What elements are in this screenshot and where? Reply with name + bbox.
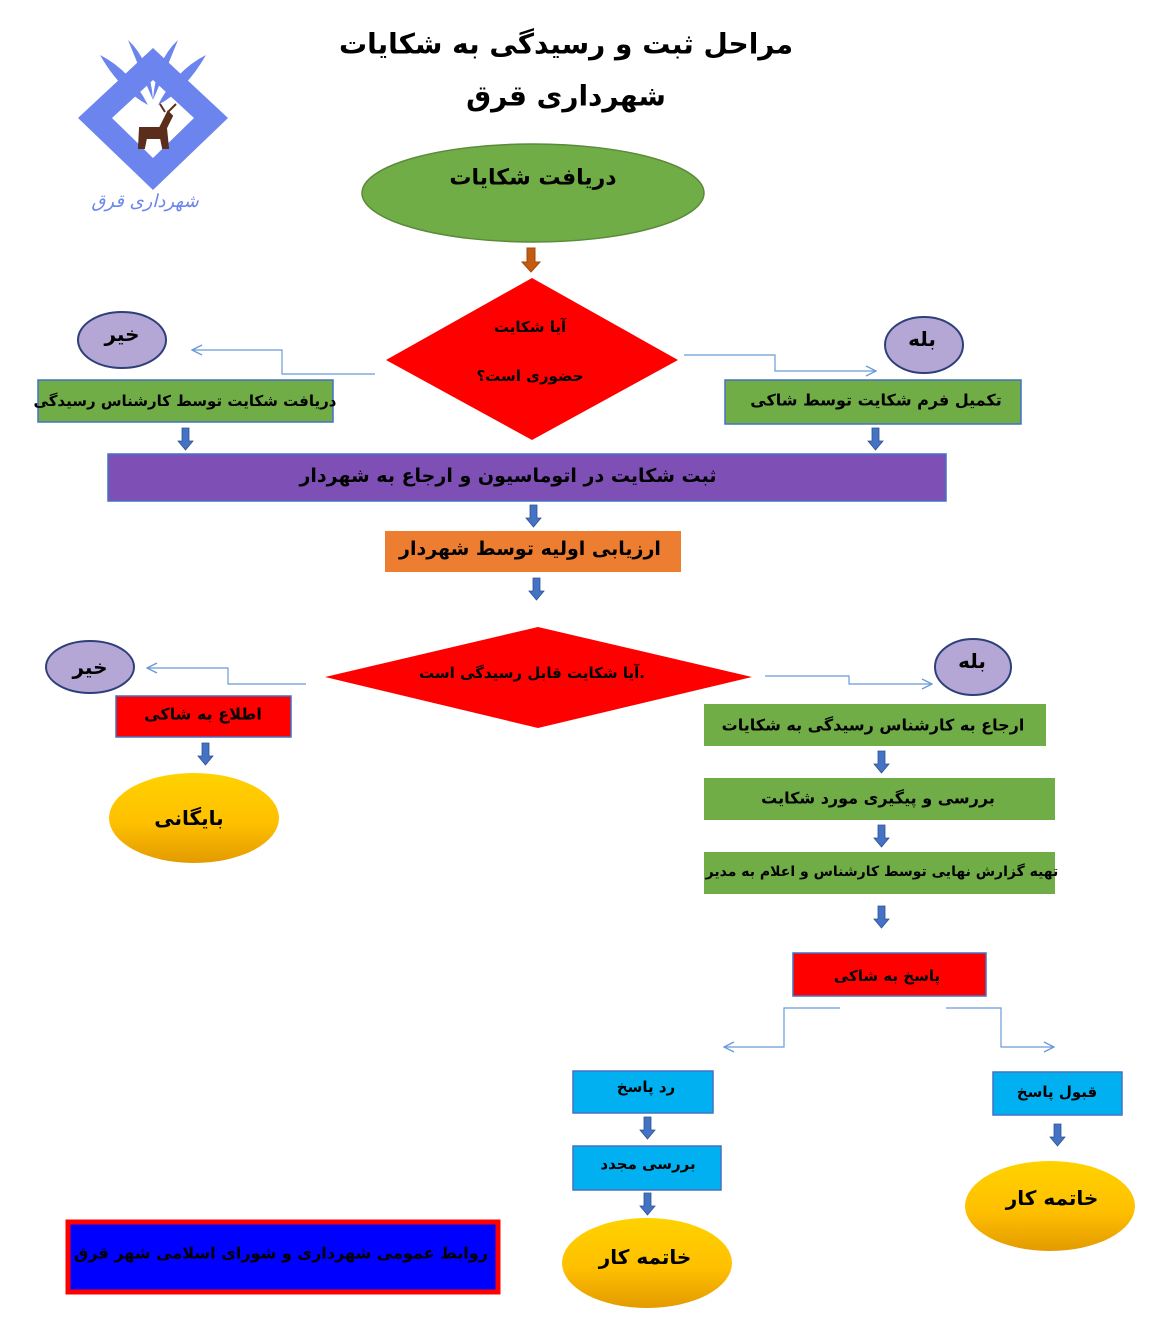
register-automation-label: ثبت شکایت در اتوماسیون و ارجاع به شهردار <box>298 465 716 487</box>
reject-connector <box>724 1007 840 1047</box>
arrow-form-to-register-icon <box>867 427 884 451</box>
respond-complainant-label: پاسخ به شاکی <box>834 967 940 986</box>
notify-complainant-box <box>115 695 292 738</box>
no-bubble-1 <box>77 311 167 369</box>
page-title-line2: شهرداری قرق <box>466 80 666 113</box>
arrow-register-to-evaluate-icon <box>525 504 542 528</box>
down-arrow-icon <box>520 247 542 273</box>
refer-expert-box <box>704 704 1046 746</box>
fill-form-box <box>724 379 1022 425</box>
review-complaint-label: بررسی و پیگیری مورد شکایت <box>761 789 995 809</box>
yes-bubble-2 <box>934 638 1012 696</box>
stag-emblem-icon <box>78 48 228 190</box>
decision-in-person-label-1: آیا شکایت <box>494 318 567 336</box>
yes-connector-2 <box>765 675 932 684</box>
accept-response-label: قبول پاسخ <box>1017 1083 1097 1102</box>
yes-bubble-2-label: بله <box>958 649 986 673</box>
stag-icon <box>137 103 177 149</box>
logo-caption: شهرداری قرق <box>91 191 199 212</box>
respond-complainant-box <box>792 952 987 997</box>
refer-expert-label: ارجاع به کارشناس رسیدگی به شکایات <box>722 716 1025 735</box>
recheck-label: بررسی مجدد <box>600 1155 695 1173</box>
archive-label: بایگانی <box>154 806 223 830</box>
decision-actionable-label: آیا شکایت قابل رسیدگی است. <box>419 664 645 682</box>
decision-in-person-label-2: حضوری است؟ <box>476 367 583 385</box>
arrow-report-to-respond-icon <box>873 905 890 929</box>
register-automation-box <box>107 453 947 502</box>
no-bubble-2 <box>45 640 135 694</box>
arrow-staff-to-register-icon <box>177 427 194 451</box>
reject-response-label: رد پاسخ <box>617 1078 675 1097</box>
notify-complainant-label: اطلاع به شاکی <box>144 705 262 724</box>
arrow-recheck-to-end-icon <box>639 1192 656 1216</box>
end-right-label: خاتمه کار <box>1005 1186 1099 1210</box>
arrow-reject-to-recheck-icon <box>639 1116 656 1140</box>
no-connector-1 <box>192 350 375 375</box>
staff-receive-box <box>37 379 334 423</box>
arrow-accept-to-end-icon <box>1049 1123 1066 1147</box>
yes-connector-1 <box>684 354 876 371</box>
decision-actionable-diamond <box>325 627 752 728</box>
yes-bubble-1-label: بله <box>908 327 936 351</box>
no-bubble-2-label: خیر <box>71 655 107 679</box>
fill-form-label: تکمیل فرم شکایت توسط شاکی <box>750 391 1001 410</box>
footer-box <box>65 1219 501 1295</box>
end-right-ellipse <box>965 1161 1135 1251</box>
final-report-label: تهیه گزارش نهایی توسط کارشناس و اعلام به… <box>705 863 1059 880</box>
receive-complaints-ellipse <box>361 143 705 243</box>
page-title-line1: مراحل ثبت و رسیدگی به شکایات <box>339 28 793 61</box>
receive-complaints-label: دریافت شکایات <box>449 166 616 191</box>
arrow-notify-to-archive-icon <box>197 742 214 766</box>
staff-receive-label: دریافت شکایت توسط کارشناس رسیدگی <box>34 392 337 410</box>
no-connector-2 <box>147 668 306 685</box>
accept-response-box <box>992 1071 1123 1116</box>
logo-flame-shape <box>100 40 206 105</box>
accept-connector <box>946 1007 1054 1047</box>
initial-evaluation-box <box>385 531 681 572</box>
recheck-box <box>572 1145 722 1191</box>
municipality-logo: شهرداری قرق <box>78 40 228 212</box>
reject-response-box <box>572 1070 714 1114</box>
end-left-ellipse <box>562 1218 732 1308</box>
final-report-box <box>704 852 1055 894</box>
decision-in-person-diamond <box>386 278 678 440</box>
arrow-evaluate-to-decision-icon <box>528 577 545 601</box>
arrow-review-to-report-icon <box>873 824 890 848</box>
arrow-refer-to-review-icon <box>873 750 890 774</box>
yes-bubble-1 <box>884 316 964 374</box>
footer-label: روابط عمومی شهرداری و شورای اسلامی شهر ق… <box>74 1244 488 1263</box>
review-complaint-box <box>704 778 1055 820</box>
no-bubble-1-label: خیر <box>103 322 139 346</box>
initial-evaluation-label: ارزیابی اولیه توسط شهردار <box>398 538 661 560</box>
archive-ellipse <box>109 773 279 863</box>
end-left-label: خاتمه کار <box>598 1245 692 1269</box>
